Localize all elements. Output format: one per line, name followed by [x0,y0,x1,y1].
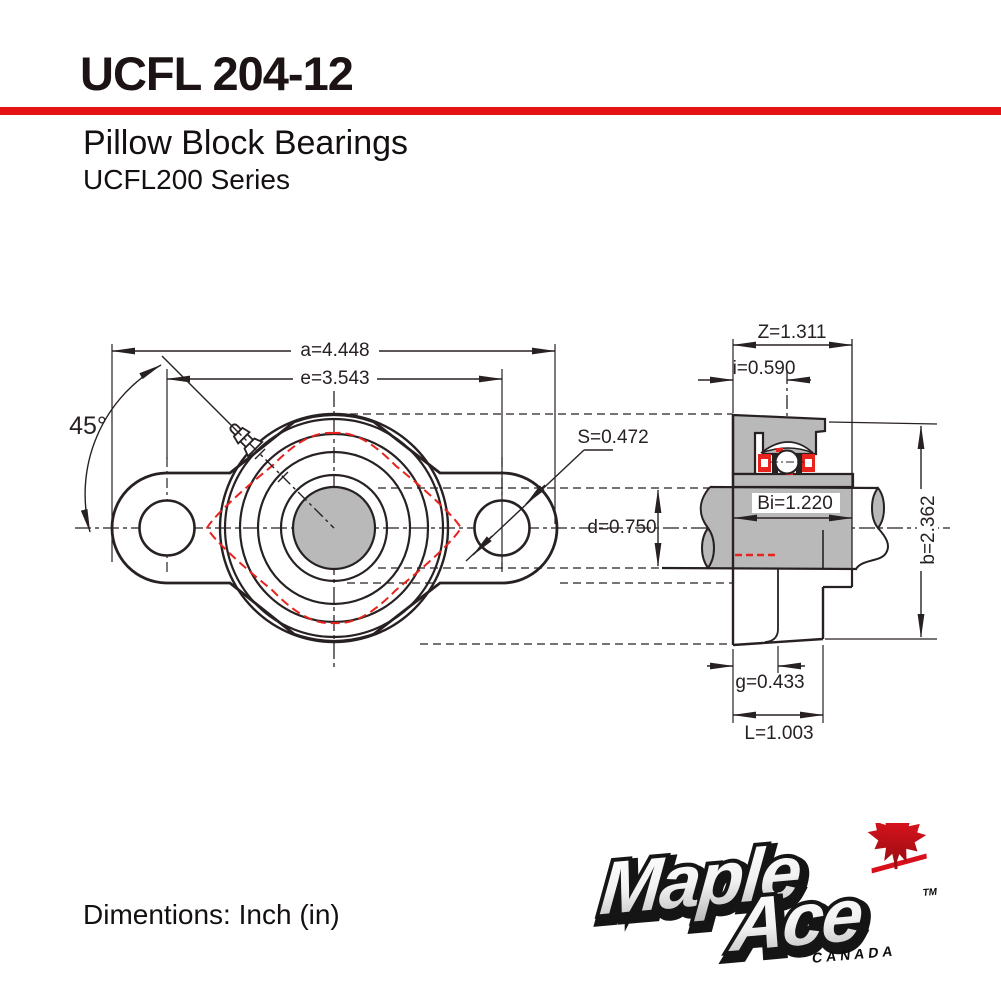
dim-l-label: L=1.003 [744,723,813,744]
inner-ring-circle [279,473,389,583]
dim-z-label: Z=1.311 [758,322,827,343]
seal-circle [256,450,412,606]
right-break-lens [871,486,885,530]
inner-contour [764,568,779,643]
brand-logo: Maple Maple Ace Ace CANADA TM [593,823,938,979]
casting-outline-red [205,431,463,625]
accent-rule [0,107,1001,115]
side-view [661,413,889,647]
angle-leader-dashdot [232,426,335,529]
seal-left-core [761,459,768,467]
shaft-bottom-edge [661,566,858,571]
series-subtitle: UCFL200 Series [83,164,290,195]
logo-word2-shadow: Ace [729,876,868,972]
logo-word1-shadow: Maple [600,833,807,935]
right-break-curve [855,527,889,570]
dim-angle-label: 45° [69,412,107,440]
dim-i-label: i=0.590 [733,358,796,379]
extension-lines [111,339,938,723]
left-break-curve [699,486,711,529]
flange-outline [110,413,559,643]
logo-country: CANADA [812,942,898,965]
housing-sphere-outer-circle [218,412,450,644]
left-break-lens [701,526,715,570]
left-bolt-hole [138,499,196,557]
category-subtitle: Pillow Block Bearings [83,124,409,162]
seal-right-core [805,459,812,467]
logo-trademark: TM [922,887,937,899]
label-backers [291,337,938,571]
tick-mark-2 [277,471,289,483]
dim-s-label: S=0.472 [577,427,648,448]
dim-g-label: g=0.433 [735,672,804,693]
housing-base [731,472,855,489]
dim-bi-label: Bi=1.220 [757,493,833,514]
logo-word2: Ace [726,871,865,967]
dim-a-label: a=4.448 [300,340,369,361]
dim-d-label: d=0.750 [587,517,656,538]
maple-leaf-icon [867,823,927,870]
housing-sphere-inner-circle [223,417,445,639]
angle-leader-solid [161,355,234,428]
flange-bottom-edge [732,637,824,647]
logo-red-stripe [871,853,927,874]
units-note: Dimentions: Inch (in) [83,899,340,930]
seal-lip-top [776,448,783,452]
page-title: UCFL 204-12 [80,47,354,100]
dim-b-label: b=2.362 [918,495,939,564]
dim-e-label: e=3.543 [300,368,369,389]
tick-mark-1 [254,448,266,460]
